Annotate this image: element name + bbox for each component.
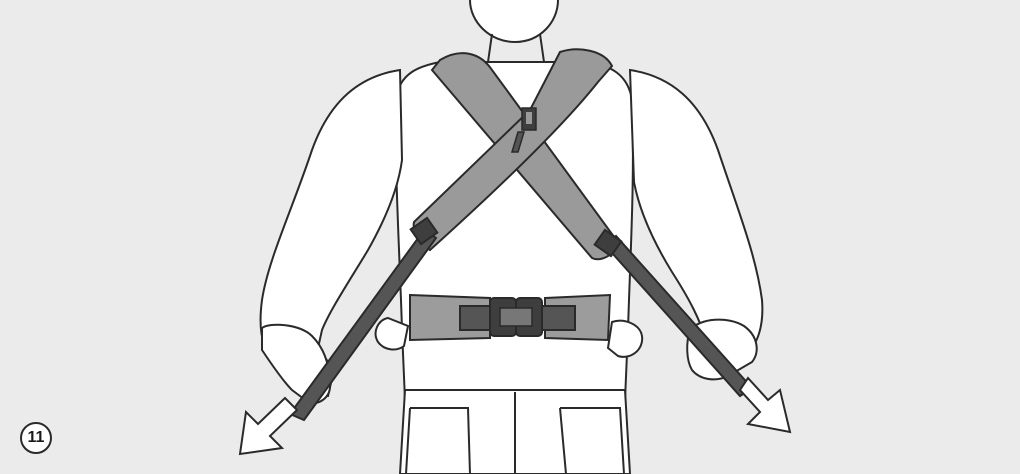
arrow-down-right-icon: [740, 378, 790, 432]
step-number-badge: 11: [20, 422, 52, 454]
head: [470, 0, 558, 42]
arrow-down-left-icon: [240, 398, 297, 454]
baby-hand-right: [608, 321, 642, 357]
right-arm: [630, 70, 762, 368]
waist-buckle-icon: [490, 298, 542, 336]
